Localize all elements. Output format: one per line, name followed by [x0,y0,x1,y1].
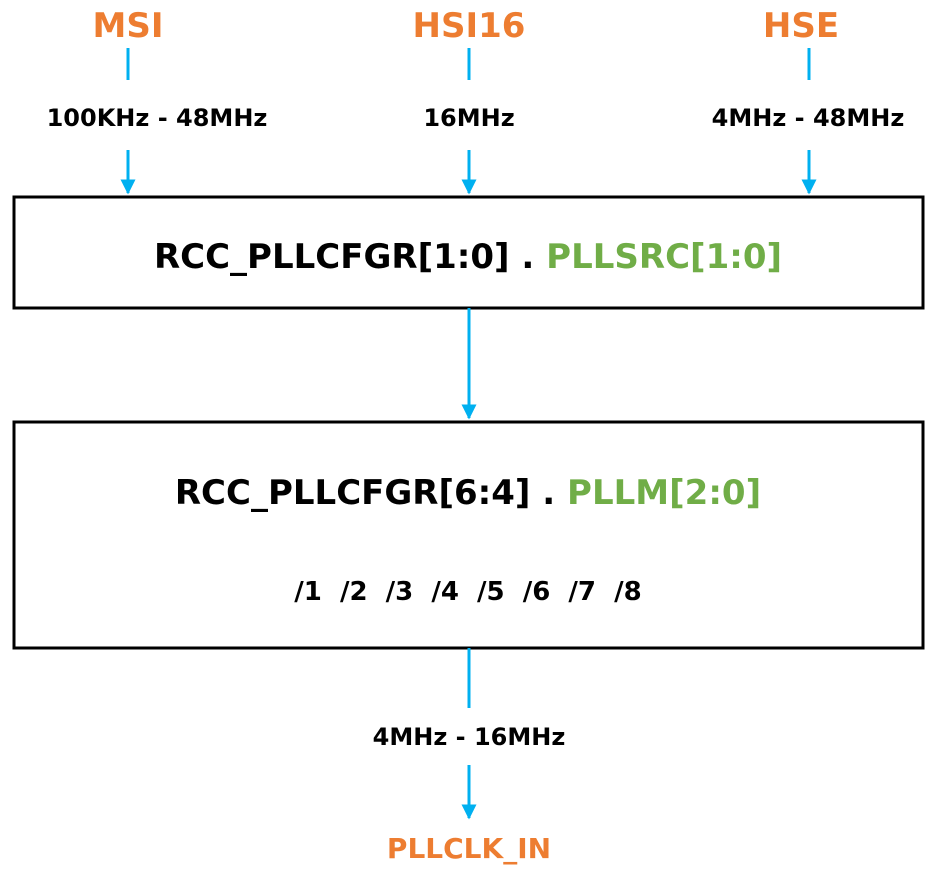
hsi16-range-label: 16MHz [423,104,514,132]
pllm-register-text: RCC_PLLCFGR[6:4] . [175,473,567,513]
source-hse-label: HSE [763,6,839,46]
pllsrc-register-label: RCC_PLLCFGR[1:0] . PLLSRC[1:0] [154,237,782,277]
pllm-divisors-label: /1 /2 /3 /4 /5 /6 /7 /8 [294,577,641,607]
pllm-register-label: RCC_PLLCFGR[6:4] . PLLM[2:0] [175,473,761,513]
hse-range-label: 4MHz - 48MHz [712,104,905,132]
pllm-field-text: PLLM[2:0] [567,473,761,513]
output-range-label: 4MHz - 16MHz [373,723,566,751]
source-hsi16-label: HSI16 [413,6,526,46]
pllclk-in-label: PLLCLK_IN [387,832,551,865]
pllsrc-field-text: PLLSRC[1:0] [546,237,782,277]
msi-range-label: 100KHz - 48MHz [47,104,268,132]
source-msi-label: MSI [93,6,164,46]
pllm-divider-box [12,420,925,650]
pllsrc-register-text: RCC_PLLCFGR[1:0] . [154,237,546,277]
